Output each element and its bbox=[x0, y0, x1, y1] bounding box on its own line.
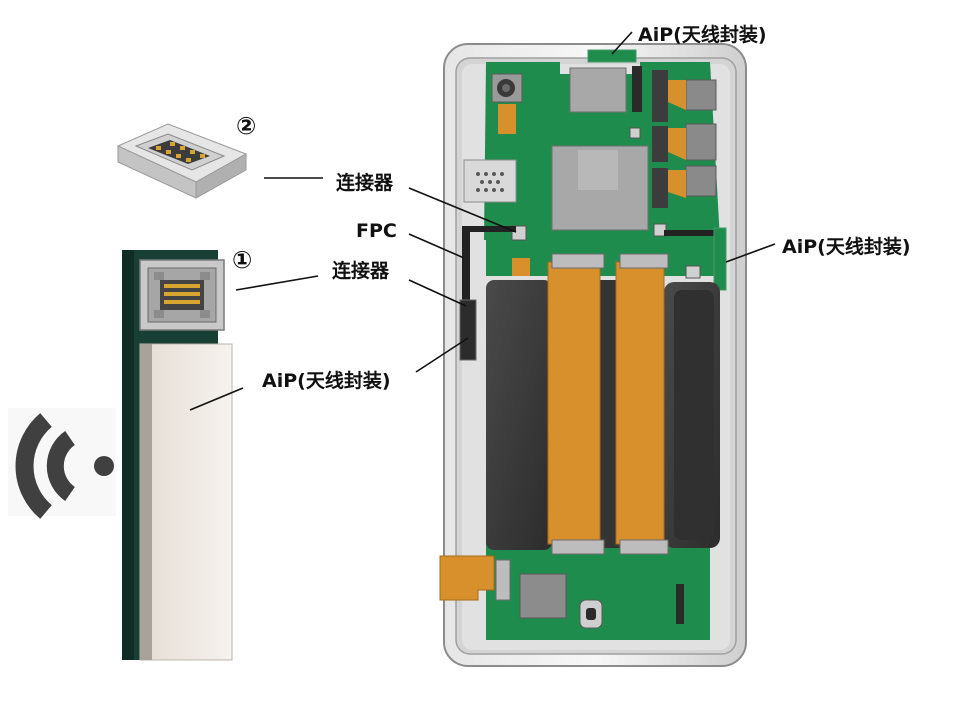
leader-aip-module bbox=[189, 387, 244, 411]
leader-connector-upper bbox=[408, 187, 517, 233]
label-aip-top: AiP(天线封装) bbox=[638, 24, 767, 46]
leader-connector-1 bbox=[235, 275, 319, 291]
board-connector-1 bbox=[139, 259, 225, 331]
leader-aip-left bbox=[415, 337, 469, 373]
label-fpc: FPC bbox=[356, 220, 397, 242]
label-connector-upper: 连接器 bbox=[336, 172, 394, 194]
marker-two: ② bbox=[236, 112, 257, 140]
battery bbox=[486, 280, 720, 550]
top-chips bbox=[511, 66, 717, 279]
bottom-components bbox=[439, 555, 684, 629]
leader-aip-top bbox=[611, 31, 633, 55]
wifi-signal-icon bbox=[8, 408, 116, 519]
fpc-ribbons bbox=[547, 253, 669, 555]
leader-aip-right bbox=[725, 243, 776, 263]
leader-fpc bbox=[408, 233, 465, 259]
marker-one: ① bbox=[232, 246, 253, 274]
aip-right-package bbox=[713, 227, 727, 291]
top-flex-cables bbox=[498, 80, 686, 276]
speaker-grille bbox=[463, 159, 517, 203]
label-aip-module: AiP(天线封装) bbox=[262, 370, 391, 392]
fpc-black-lines bbox=[462, 226, 722, 356]
aip-top-package bbox=[587, 49, 637, 63]
connector-module-2 bbox=[116, 123, 248, 199]
leader-lines bbox=[189, 31, 776, 411]
aip-antenna-module bbox=[122, 250, 233, 661]
leader-connector-lower bbox=[408, 279, 467, 307]
label-connector-lower: 连接器 bbox=[332, 260, 390, 282]
aip-left-package bbox=[459, 299, 477, 361]
camera-module bbox=[491, 73, 523, 103]
label-aip-right: AiP(天线封装) bbox=[782, 236, 911, 258]
